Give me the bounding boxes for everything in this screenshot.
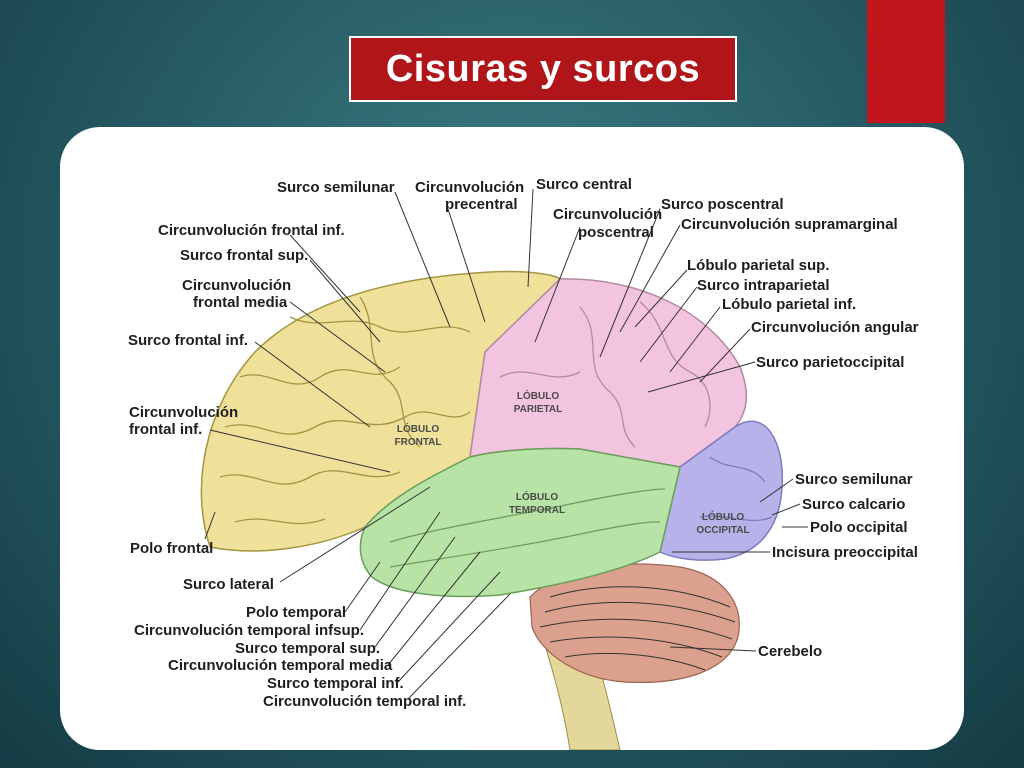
diagram-panel: LÓBULO FRONTAL LÓBULO PARIETAL LÓBULO TE… — [60, 127, 964, 750]
lobe-label-parietal-1: LÓBULO — [517, 389, 559, 402]
label-circ-precentral-2: precentral — [445, 196, 518, 213]
label-circ-precentral-1: Circunvolución — [415, 179, 524, 196]
lobe-label-occipital-1: LÓBULO — [702, 510, 744, 523]
label-circ-temporal-inf: Circunvolución temporal inf. — [263, 693, 466, 710]
label-surco-frontal-sup: Surco frontal sup. — [180, 247, 308, 264]
label-polo-frontal: Polo frontal — [130, 540, 213, 557]
label-circ-frontal-inf-1: Circunvolución — [129, 404, 238, 421]
label-surco-temporal-sup: Surco temporal sup. — [235, 640, 380, 657]
label-surco-calcario: Surco calcario — [802, 496, 905, 513]
lobe-label-frontal-2: FRONTAL — [394, 437, 441, 448]
label-surco-intraparietal: Surco intraparietal — [697, 277, 830, 294]
leader-lines — [204, 188, 808, 700]
brain-diagram: LÓBULO FRONTAL LÓBULO PARIETAL LÓBULO TE… — [128, 176, 919, 750]
label-circ-temporal-infsup: Circunvolución temporal infsup. — [134, 622, 364, 639]
occipital-gyri — [699, 456, 773, 522]
label-surco-poscentral: Surco poscentral — [661, 196, 784, 213]
temporal-gyri — [389, 488, 666, 568]
label-circ-frontal-media-1: Circunvolución — [182, 277, 291, 294]
occipital-lobe — [659, 420, 784, 561]
label-polo-occipital: Polo occipital — [810, 519, 908, 536]
lobe-label-temporal-2: TEMPORAL — [509, 505, 565, 516]
label-surco-lateral: Surco lateral — [183, 576, 274, 593]
label-incisura-preoccipital: Incisura preoccipital — [772, 544, 918, 561]
label-circ-supramarginal: Circunvolución supramarginal — [681, 216, 898, 233]
label-lobulo-parietal-inf: Lóbulo parietal inf. — [722, 296, 856, 313]
lobe-label-occipital-2: OCCIPITAL — [696, 525, 749, 536]
label-surco-semilunar-right: Surco semilunar — [795, 471, 913, 488]
label-cerebelo: Cerebelo — [758, 643, 822, 660]
lobe-label-parietal-2: PARIETAL — [514, 404, 563, 415]
label-polo-temporal: Polo temporal — [246, 604, 346, 621]
label-surco-semilunar-top: Surco semilunar — [277, 179, 395, 196]
lobe-label-frontal-1: LÓBULO — [397, 422, 439, 435]
label-circ-frontal-inf-top: Circunvolución frontal inf. — [158, 222, 345, 239]
label-surco-central: Surco central — [536, 176, 632, 193]
label-surco-parietoccipital: Surco parietoccipital — [756, 354, 904, 371]
frontal-gyri — [219, 296, 471, 525]
accent-block — [867, 0, 945, 123]
label-surco-frontal-inf: Surco frontal inf. — [128, 332, 248, 349]
parietal-gyri — [499, 301, 711, 448]
frontal-lobe — [200, 270, 562, 552]
cerebellum-folia — [539, 586, 736, 671]
label-circ-poscentral-1: Circunvolución — [553, 206, 662, 223]
label-circ-frontal-inf-2: frontal inf. — [129, 421, 202, 438]
label-circ-frontal-media-2: frontal media — [193, 294, 288, 311]
label-circ-temporal-media: Circunvolución temporal media — [168, 657, 393, 674]
label-circ-poscentral-2: poscentral — [578, 224, 654, 241]
label-lobulo-parietal-sup: Lóbulo parietal sup. — [687, 257, 830, 274]
label-surco-temporal-inf: Surco temporal inf. — [267, 675, 404, 692]
slide-title: Cisuras y surcos — [349, 36, 737, 102]
lobe-label-temporal-1: LÓBULO — [516, 490, 558, 503]
label-circ-angular: Circunvolución angular — [751, 319, 919, 336]
